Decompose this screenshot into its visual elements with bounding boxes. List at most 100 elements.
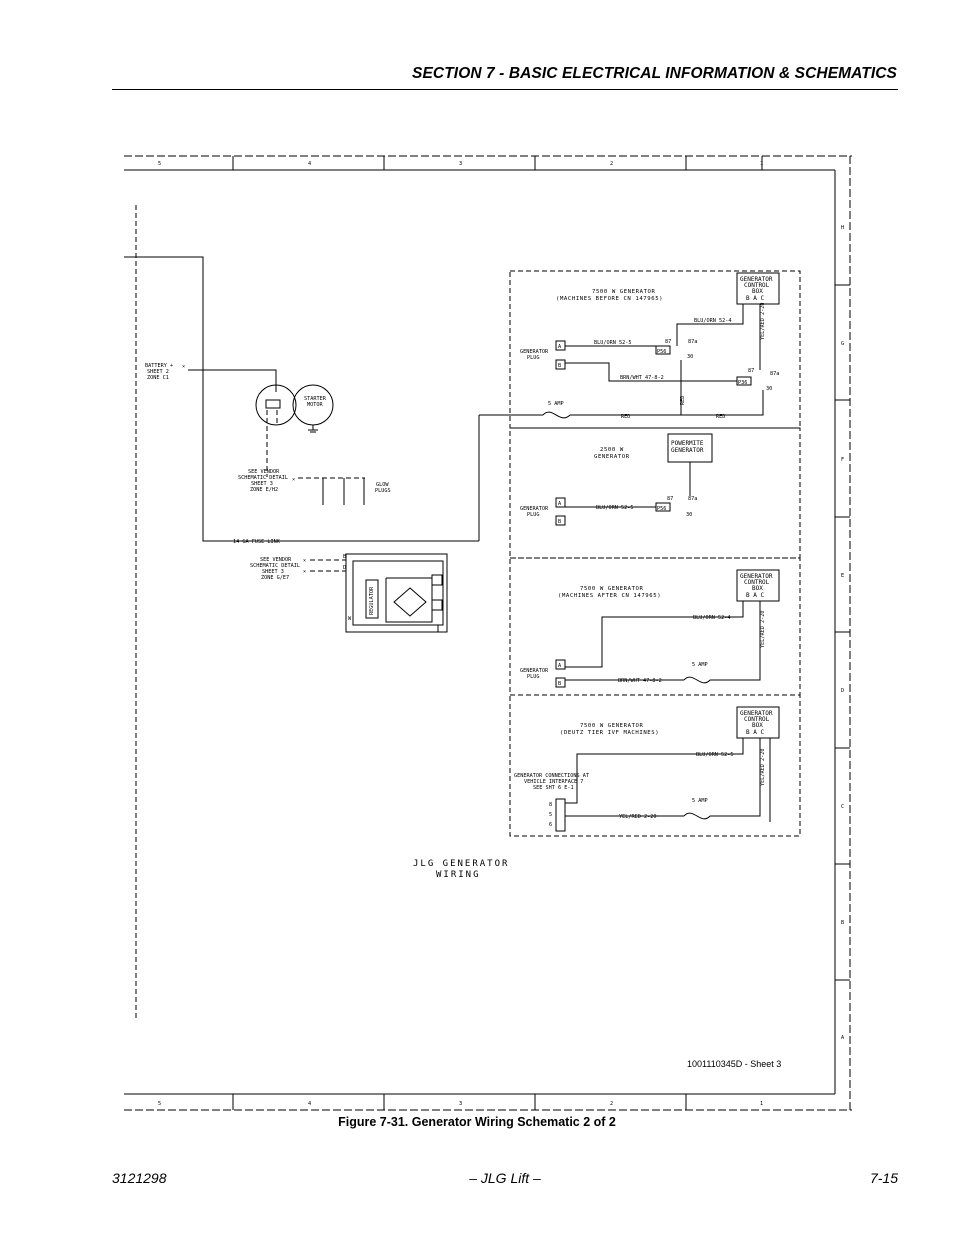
svg-text:30: 30 xyxy=(686,512,692,518)
svg-text:2: 2 xyxy=(610,161,613,167)
svg-text:5 AMP: 5 AMP xyxy=(548,401,564,407)
svg-text:×: × xyxy=(303,569,306,575)
svg-text:YEL/RED 2-20: YEL/RED 2-20 xyxy=(760,749,766,786)
svg-text:BLU/ORN 52-5: BLU/ORN 52-5 xyxy=(696,752,733,758)
svg-text:GLOW: GLOW xyxy=(376,482,389,488)
svg-text:C: C xyxy=(841,804,844,810)
svg-text:JLG GENERATOR: JLG GENERATOR xyxy=(413,859,509,869)
column-labels-bottom: 5 4 3 2 1 xyxy=(158,1101,763,1107)
svg-text:SCHEMATIC DETAIL: SCHEMATIC DETAIL xyxy=(250,563,300,569)
svg-text:P56: P56 xyxy=(657,349,666,355)
svg-text:GENERATOR CONNECTIONS AT: GENERATOR CONNECTIONS AT xyxy=(514,773,589,779)
svg-text:7500 W GENERATOR: 7500 W GENERATOR xyxy=(580,586,644,592)
header-rule xyxy=(112,89,898,90)
left-circuit: × BATTERY + SHEET 2 ZONE C1 STARTER MOTO… xyxy=(124,256,543,633)
drawing-frame xyxy=(124,155,852,1111)
svg-text:3: 3 xyxy=(459,1101,462,1107)
svg-text:SEE SHT 6 E-1: SEE SHT 6 E-1 xyxy=(533,785,574,791)
generator-control-box xyxy=(736,706,780,739)
svg-text:×: × xyxy=(303,558,306,564)
svg-text:ZONE C1: ZONE C1 xyxy=(147,375,169,381)
svg-text:5: 5 xyxy=(158,1101,161,1107)
svg-text:4: 4 xyxy=(308,1101,311,1107)
svg-text:3: 3 xyxy=(459,161,462,167)
svg-text:87: 87 xyxy=(748,368,754,374)
svg-text:8: 8 xyxy=(549,802,552,808)
svg-text:P36: P36 xyxy=(738,380,747,386)
footer-center: – JLG Lift – xyxy=(469,1170,541,1186)
svg-text:SEE VENDOR: SEE VENDOR xyxy=(248,469,280,475)
svg-text:GENERATOR: GENERATOR xyxy=(520,668,549,674)
svg-text:30: 30 xyxy=(766,386,772,392)
svg-text:B A C: B A C xyxy=(746,592,764,599)
svg-text:GENERATOR: GENERATOR xyxy=(594,454,630,460)
svg-text:4: 4 xyxy=(308,161,311,167)
svg-text:GENERATOR: GENERATOR xyxy=(740,573,773,580)
column-labels-top: 5 4 3 2 1 xyxy=(158,161,763,167)
svg-text:RED: RED xyxy=(680,396,686,405)
panel-7500w-deutz: 7500 W GENERATOR (DEUTZ TIER IVF MACHINE… xyxy=(509,694,801,837)
svg-text:A: A xyxy=(558,344,562,350)
svg-text:BLU/ORN 52-4: BLU/ORN 52-4 xyxy=(693,615,730,621)
svg-text:5: 5 xyxy=(158,161,161,167)
svg-text:A: A xyxy=(558,501,562,507)
svg-text:GENERATOR: GENERATOR xyxy=(520,349,549,355)
svg-text:SHEET 2: SHEET 2 xyxy=(147,369,169,375)
drawing-number: 1001110345D - Sheet 3 xyxy=(687,1059,781,1069)
svg-text:2500 W: 2500 W xyxy=(600,447,624,453)
svg-text:A: A xyxy=(558,663,562,669)
svg-text:REGULATOR: REGULATOR xyxy=(369,586,375,615)
svg-text:(MACHINES BEFORE CN 147965): (MACHINES BEFORE CN 147965) xyxy=(556,296,663,302)
svg-text:GENERATOR: GENERATOR xyxy=(740,710,773,717)
svg-text:H: H xyxy=(841,225,844,231)
svg-text:YEL/RED 2-20: YEL/RED 2-20 xyxy=(760,611,766,648)
svg-text:B: B xyxy=(343,554,346,560)
svg-text:B: B xyxy=(841,920,844,926)
svg-text:B: B xyxy=(558,363,561,369)
svg-text:1: 1 xyxy=(760,161,763,167)
svg-text:SHEET 3: SHEET 3 xyxy=(262,569,284,575)
svg-text:A: A xyxy=(841,1035,845,1041)
svg-text:B: B xyxy=(558,681,561,687)
svg-text:B A C: B A C xyxy=(746,295,764,302)
svg-text:ZONE E/H2: ZONE E/H2 xyxy=(250,487,278,493)
svg-text:5: 5 xyxy=(549,812,552,818)
svg-text:BATTERY +: BATTERY + xyxy=(145,363,173,369)
svg-text:6: 6 xyxy=(549,822,552,828)
battery-x: × xyxy=(182,364,185,370)
svg-text:D: D xyxy=(343,565,346,571)
svg-text:87a: 87a xyxy=(770,371,779,377)
svg-text:PLUG: PLUG xyxy=(527,355,540,361)
svg-text:5 AMP: 5 AMP xyxy=(692,798,708,804)
svg-text:VEHICLE INTERFACE 7: VEHICLE INTERFACE 7 xyxy=(524,779,583,785)
svg-text:POWERMITE: POWERMITE xyxy=(671,440,704,447)
svg-text:PLUGS: PLUGS xyxy=(375,488,391,494)
svg-text:SEE VENDOR: SEE VENDOR xyxy=(260,557,292,563)
generator-control-box xyxy=(736,272,780,305)
svg-text:CONTROL: CONTROL xyxy=(744,282,770,289)
svg-text:BOX: BOX xyxy=(752,585,763,592)
svg-text:BLU/ORN 52-5: BLU/ORN 52-5 xyxy=(594,340,631,346)
svg-text:BLU/ORN 52-5: BLU/ORN 52-5 xyxy=(596,505,633,511)
svg-text:1: 1 xyxy=(760,1101,763,1107)
svg-text:7500 W GENERATOR: 7500 W GENERATOR xyxy=(580,723,644,729)
svg-text:B: B xyxy=(558,519,561,525)
svg-text:(MACHINES AFTER CN 147965): (MACHINES AFTER CN 147965) xyxy=(558,593,661,599)
footer-page-number: 7-15 xyxy=(869,1170,898,1186)
svg-text:P56: P56 xyxy=(657,506,666,512)
svg-text:SHEET 3: SHEET 3 xyxy=(251,481,273,487)
svg-text:×: × xyxy=(292,477,295,483)
starter-solenoid xyxy=(255,384,297,426)
generator-control-box xyxy=(736,569,780,602)
svg-text:BRN/WHT 47-8-2: BRN/WHT 47-8-2 xyxy=(618,678,662,684)
svg-text:W: W xyxy=(348,616,352,622)
svg-text:2: 2 xyxy=(610,1101,613,1107)
svg-text:SCHEMATIC DETAIL: SCHEMATIC DETAIL xyxy=(238,475,288,481)
svg-text:CONTROL: CONTROL xyxy=(744,579,770,586)
svg-text:BLU/ORN 52-4: BLU/ORN 52-4 xyxy=(694,318,731,324)
svg-text:87: 87 xyxy=(667,496,673,502)
svg-text:ZONE G/E7: ZONE G/E7 xyxy=(261,575,289,581)
svg-text:87a: 87a xyxy=(688,339,697,345)
svg-text:G: G xyxy=(841,341,844,347)
